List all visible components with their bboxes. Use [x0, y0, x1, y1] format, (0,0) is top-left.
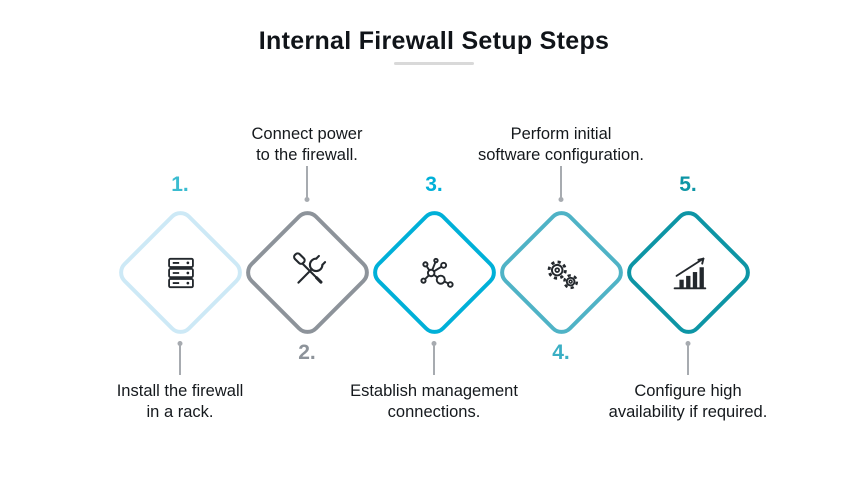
title-underline	[394, 62, 474, 65]
step-number: 5.	[679, 173, 697, 196]
step-diamond	[366, 204, 502, 340]
connector-line	[685, 341, 691, 375]
step-diamond	[239, 204, 375, 340]
step-1: 1.	[70, 0, 290, 488]
step-label: Establish management connections.	[350, 382, 518, 421]
growth-chart-icon	[645, 229, 732, 316]
step-3: 3.	[324, 0, 544, 488]
step-4: Perform initial software configuration.	[451, 0, 671, 488]
page-title: Internal Firewall Setup Steps	[258, 27, 610, 55]
connector-dot	[431, 341, 437, 346]
step-label: Install the firewall in a rack.	[116, 382, 244, 421]
step-diamond	[620, 204, 756, 340]
step-number: 4.	[552, 341, 570, 364]
connector-dot	[304, 197, 310, 202]
tools-icon	[264, 229, 351, 316]
step-number: 2.	[298, 341, 316, 364]
connector-dot	[177, 341, 183, 346]
connector-line	[304, 166, 310, 202]
connector-line	[177, 341, 183, 375]
step-number: 3.	[425, 173, 443, 196]
network-nodes-icon	[391, 229, 478, 316]
step-diamond	[493, 204, 629, 340]
step-2: Connect power to the firewall.	[197, 0, 417, 488]
connector-line	[558, 166, 564, 202]
step-5: 5.	[578, 0, 798, 488]
step-number: 1.	[171, 173, 189, 196]
step-label: Connect power to the firewall.	[251, 125, 363, 164]
connector-line	[431, 341, 437, 375]
gears-icon	[518, 229, 605, 316]
server-rack-icon	[137, 229, 224, 316]
step-label: Configure high availability if required.	[608, 382, 768, 421]
connector-dot	[558, 197, 564, 202]
step-diamond	[112, 204, 248, 340]
connector-dot	[685, 341, 691, 346]
step-label: Perform initial software configuration.	[477, 125, 644, 164]
